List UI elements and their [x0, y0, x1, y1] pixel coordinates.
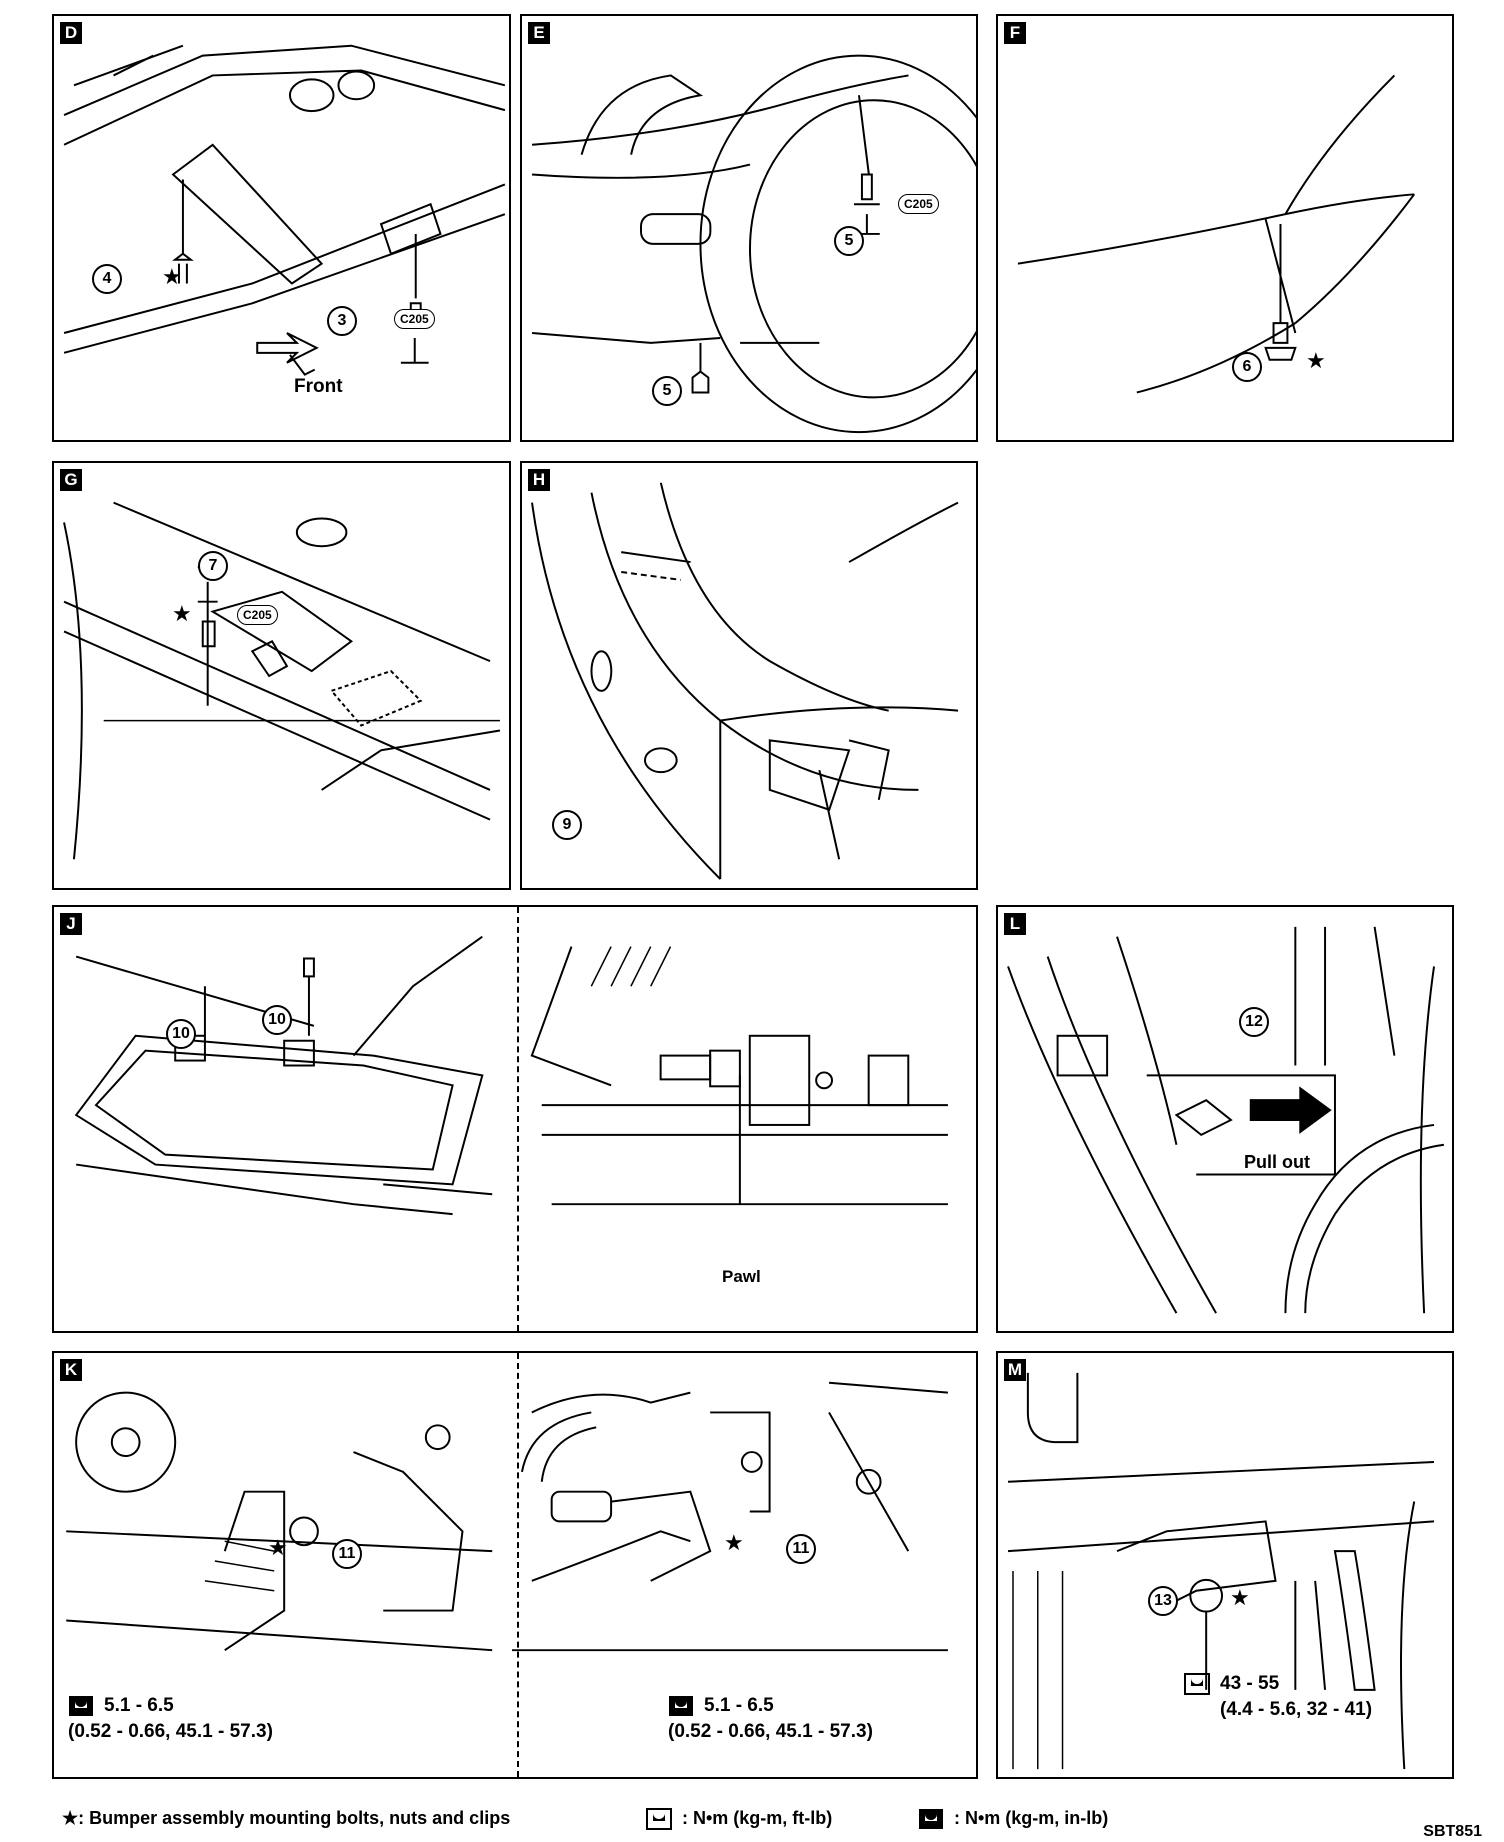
torque-value-alt-units: (0.52 - 0.66, 45.1 - 57.3): [668, 1721, 873, 1742]
torque-value-range: 5.1 - 6.5: [704, 1695, 774, 1716]
panel-letter: F: [1004, 22, 1026, 44]
panel-k: K ★ 11 ★ 11 5.1 - 6.5 (0.52 - 0.66, 45.1…: [52, 1351, 978, 1779]
legend-star-text: Bumper assembly mounting bolts, nuts and…: [89, 1808, 511, 1828]
part-callout-12: 12: [1239, 1007, 1269, 1037]
pull-out-label: Pull out: [1244, 1152, 1310, 1172]
part-callout-10: 10: [166, 1019, 196, 1049]
panel-letter: E: [528, 22, 550, 44]
torque-wrench-ftlb-icon: [1184, 1672, 1210, 1695]
legend-inlb: : N•m (kg-m, in-lb): [918, 1808, 1108, 1830]
panel-letter: G: [60, 469, 82, 491]
clip-code-badge: C205: [394, 309, 435, 329]
panel-letter: J: [60, 913, 82, 935]
part-callout-4: 4: [92, 264, 122, 294]
star-icon: ★: [62, 1808, 79, 1828]
panel-letter: H: [528, 469, 550, 491]
star-marker: ★: [162, 264, 182, 289]
radiator-core-support-drawing: [63, 501, 501, 860]
part-callout-5: 5: [652, 376, 682, 406]
star-marker: ★: [268, 1535, 288, 1560]
torque-value-range: 43 - 55: [1220, 1673, 1280, 1694]
sub-view-divider: [517, 907, 519, 1331]
wheel-well-drawing: [531, 54, 976, 434]
pawl-label: Pawl: [722, 1267, 761, 1286]
panel-f: F 6 ★: [996, 14, 1454, 442]
headlamp-drawing: [74, 935, 948, 1216]
panel-letter: K: [60, 1359, 82, 1381]
panel-e: E 5 C205 5: [520, 14, 978, 442]
part-callout-5: 5: [834, 226, 864, 256]
front-crossmember-drawing: [63, 44, 506, 376]
panel-letter: L: [1004, 913, 1026, 935]
part-callout-9: 9: [552, 810, 582, 840]
legend-inlb-text: : N•m (kg-m, in-lb): [954, 1808, 1109, 1828]
legend-ftlb-text: : N•m (kg-m, ft-lb): [682, 1808, 833, 1828]
clip-code-badge: C205: [898, 194, 939, 214]
torque-spec-right: 5.1 - 6.5 (0.52 - 0.66, 45.1 - 57.3): [668, 1693, 873, 1745]
part-callout-11: 11: [332, 1539, 362, 1569]
torque-spec-m: 43 - 55 (4.4 - 5.6, 32 - 41): [1184, 1671, 1372, 1723]
star-marker: ★: [1230, 1585, 1250, 1610]
part-callout-10: 10: [262, 1005, 292, 1035]
bumper-side-bracket-drawing: [1007, 926, 1445, 1314]
torque-spec-left: 5.1 - 6.5 (0.52 - 0.66, 45.1 - 57.3): [68, 1693, 273, 1745]
part-callout-3: 3: [327, 306, 357, 336]
torque-value-alt-units: (4.4 - 5.6, 32 - 41): [1220, 1699, 1373, 1720]
panel-j: J 10 10 Pawl: [52, 905, 978, 1333]
part-callout-13: 13: [1148, 1586, 1178, 1616]
bumper-stay-bolts-drawing: [66, 1381, 948, 1652]
panel-letter: M: [1004, 1359, 1026, 1381]
panel-l: L 12 Pull out: [996, 905, 1454, 1333]
torque-value-range: 5.1 - 6.5: [104, 1695, 174, 1716]
panel-g: G 7 ★ C205: [52, 461, 511, 890]
legend-star: ★: Bumper assembly mounting bolts, nuts …: [62, 1808, 511, 1828]
panel-m: M 13 ★ 43 - 55 (4.4 - 5.6, 32 - 41): [996, 1351, 1454, 1779]
legend-ftlb: : N•m (kg-m, ft-lb): [646, 1808, 833, 1831]
fender-drawing: [1017, 74, 1416, 394]
figure-reference-code: SBT851: [1423, 1823, 1482, 1840]
sub-view-divider: [517, 1353, 519, 1777]
fender-protector-drawing: [531, 482, 959, 880]
torque-value-alt-units: (0.52 - 0.66, 45.1 - 57.3): [68, 1721, 273, 1742]
torque-wrench-inlb-icon: [669, 1695, 693, 1716]
panel-letter: D: [60, 22, 82, 44]
part-callout-7: 7: [198, 551, 228, 581]
torque-wrench-inlb-icon: [919, 1809, 943, 1830]
panel-d: D 4 ★ 3 C205 Front: [52, 14, 511, 442]
clip-code-badge: C205: [237, 605, 278, 625]
part-callout-11: 11: [786, 1534, 816, 1564]
torque-wrench-ftlb-icon: [646, 1808, 672, 1831]
panel-h: H 9: [520, 461, 978, 890]
front-direction-label: Front: [294, 376, 343, 397]
bumper-center-bolt-drawing: [1007, 1372, 1435, 1770]
part-callout-6: 6: [1232, 352, 1262, 382]
star-marker: ★: [1306, 348, 1326, 373]
star-marker: ★: [172, 601, 192, 626]
torque-wrench-inlb-icon: [69, 1695, 93, 1716]
star-marker: ★: [724, 1530, 744, 1555]
